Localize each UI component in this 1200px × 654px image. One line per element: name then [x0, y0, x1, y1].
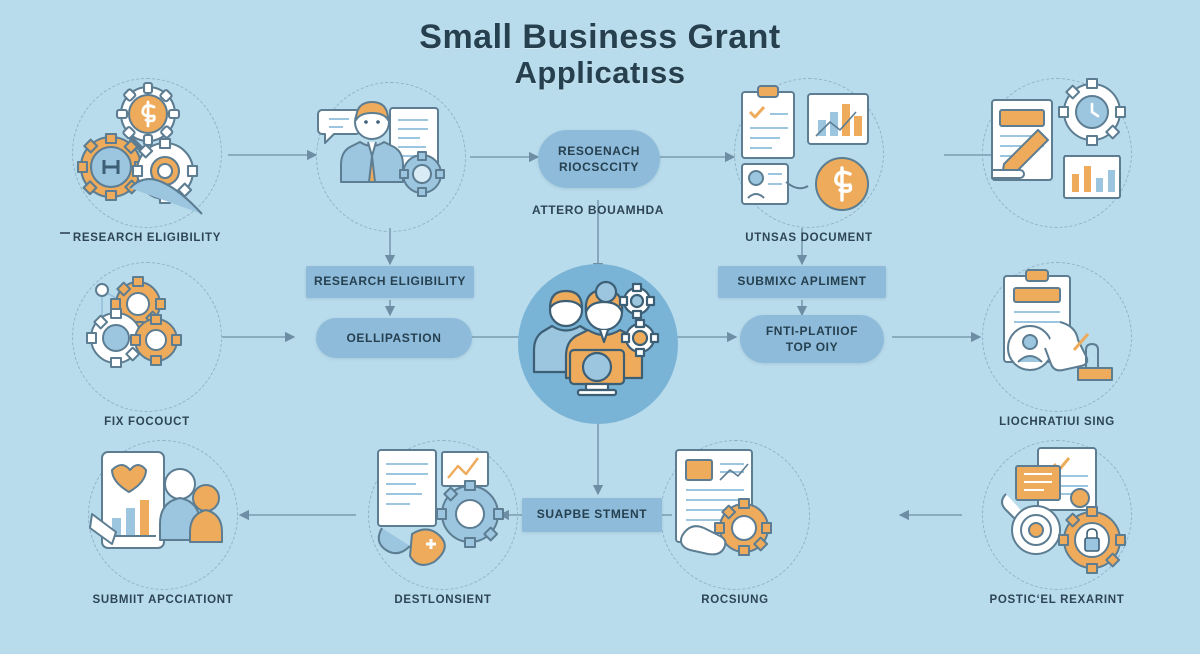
- pill-oellipastion[interactable]: OELLIPASTION: [316, 318, 472, 358]
- node-label: FIX FOCOUCT: [104, 416, 190, 428]
- dashed-ring: [982, 440, 1132, 590]
- dashed-ring: [316, 82, 466, 232]
- dashed-ring: [88, 440, 238, 590]
- node-label: RESEARCH ELIGIBILITY: [72, 232, 222, 244]
- pill-resoenach-riocsccity[interactable]: RESOENACH RIOCSCCITY: [538, 130, 660, 188]
- box-suapbe-stment[interactable]: SUAPBE STMENT: [522, 498, 662, 532]
- node-label: ROCSIUNG: [701, 594, 769, 606]
- dashed-ring: [734, 78, 884, 228]
- document-gear-pen-icon: [991, 78, 1126, 199]
- document-review-hand-icon: [1003, 269, 1113, 381]
- node-label: UTNSAS DOCUMENT: [745, 232, 873, 244]
- pill-line-1: FNTI-PLATIIOF: [765, 323, 859, 338]
- node-label: DESTLONSIENT: [394, 594, 492, 606]
- advisor-chat-document-icon: [317, 101, 445, 197]
- document-gear-megaphone-icon: [377, 449, 504, 566]
- center-hub[interactable]: [518, 264, 678, 424]
- title-line-2: Applicatıss: [514, 55, 686, 91]
- node-label: POSTICʻEL REXARINT: [989, 594, 1125, 606]
- dashed-ring: [982, 78, 1132, 228]
- dashed-ring: [368, 440, 518, 590]
- title-line-1: Small Business Grant: [419, 18, 781, 56]
- dashed-ring: [982, 262, 1132, 412]
- pill-line-2: RIOCSCCITY: [558, 160, 639, 174]
- report-hand-gear-icon: [675, 449, 772, 556]
- page-title: Small Business Grant Applicatıss: [0, 18, 1200, 91]
- documents-lock-gear-icon: [1001, 447, 1126, 574]
- node-label: LIOCHRATIUI SING: [999, 416, 1115, 428]
- box-research-eligibility[interactable]: RESEARCH ELIGIBILITY: [306, 266, 474, 298]
- gears-network-icon: [86, 276, 182, 368]
- team-gears-icon: [532, 280, 660, 397]
- node-label: SUBMIIT AРCCIATIONT: [92, 594, 234, 606]
- label-dash: [60, 232, 70, 234]
- pill-line-2: TOP OIY: [785, 340, 839, 354]
- dashed-ring: [72, 262, 222, 412]
- dashed-ring: [72, 78, 222, 228]
- pill-line-1: RESOENACH: [557, 143, 641, 158]
- pill-fnti-platiiof[interactable]: FNTI-PLATIIOF TOP OIY: [740, 315, 884, 363]
- annotation-attero-bouamhda: ATTERO BOUAMHDA: [531, 203, 665, 217]
- box-submixc-arliment[interactable]: SUBMIXC AРLIMENT: [718, 266, 886, 298]
- gears-dollar-magnifier-icon: [76, 81, 203, 215]
- mobile-chart-people-icon: [89, 451, 223, 549]
- clipboard-chart-dollar-icon: [741, 85, 869, 211]
